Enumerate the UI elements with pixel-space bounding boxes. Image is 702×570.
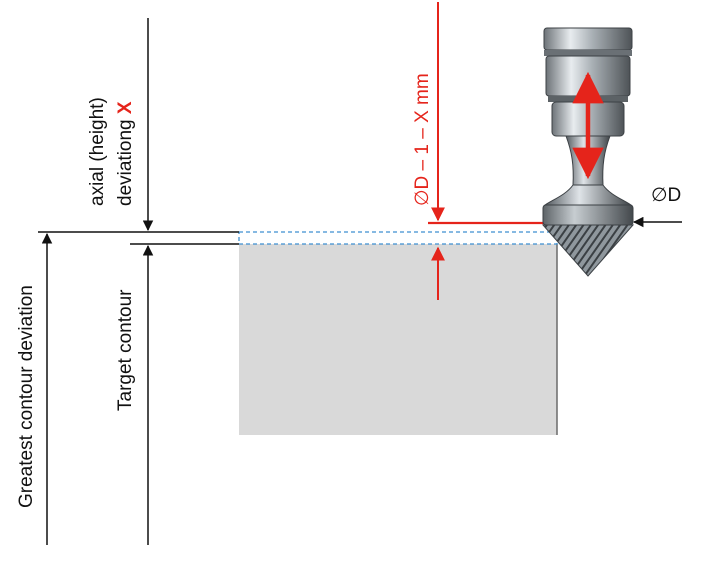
tool-cone-teeth	[541, 224, 635, 277]
target-contour-label: Target contour	[115, 289, 136, 411]
red-dimension	[428, 2, 545, 300]
diameter-label: ∅D	[651, 185, 681, 206]
greatest-contour-dashed	[238, 231, 558, 245]
axial-height-label: axial (height)	[87, 97, 108, 206]
workpiece	[238, 231, 558, 435]
diameter-formula-label: ∅D – 1 – X mm	[412, 73, 433, 206]
tool-shank	[543, 27, 633, 51]
reference-lines	[38, 18, 682, 545]
axial-deviation-text: deviationg	[115, 114, 136, 206]
tool-head-rim	[542, 204, 634, 226]
axial-deviation-variable: X	[115, 101, 136, 114]
workpiece-block	[239, 244, 557, 435]
axial-deviation-label: deviationg X	[115, 101, 136, 206]
greatest-contour-deviation-label: Greatest contour deviation	[16, 285, 37, 508]
